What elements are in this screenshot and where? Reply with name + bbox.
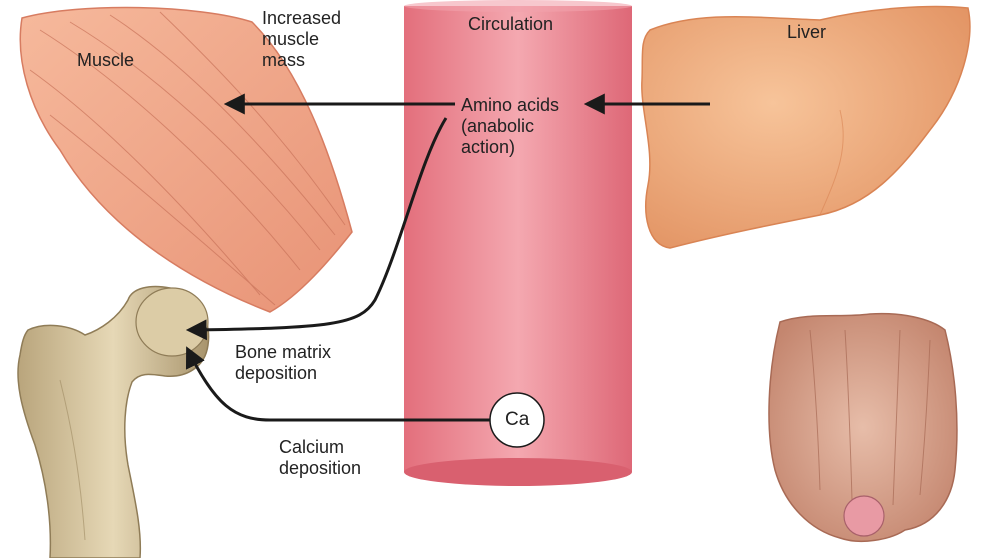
genitalia-illustration — [769, 314, 957, 542]
label-muscle: Muscle — [77, 50, 134, 71]
label-increased-muscle-mass: Increased muscle mass — [262, 8, 341, 71]
label-circulation: Circulation — [468, 14, 553, 35]
label-calcium-deposition: Calcium deposition — [279, 437, 361, 479]
bone-illustration — [18, 287, 209, 558]
label-bone-matrix: Bone matrix deposition — [235, 342, 331, 384]
label-liver: Liver — [787, 22, 826, 43]
label-calcium-symbol: Ca — [505, 409, 529, 430]
label-amino-acids: Amino acids (anabolic action) — [461, 95, 559, 158]
